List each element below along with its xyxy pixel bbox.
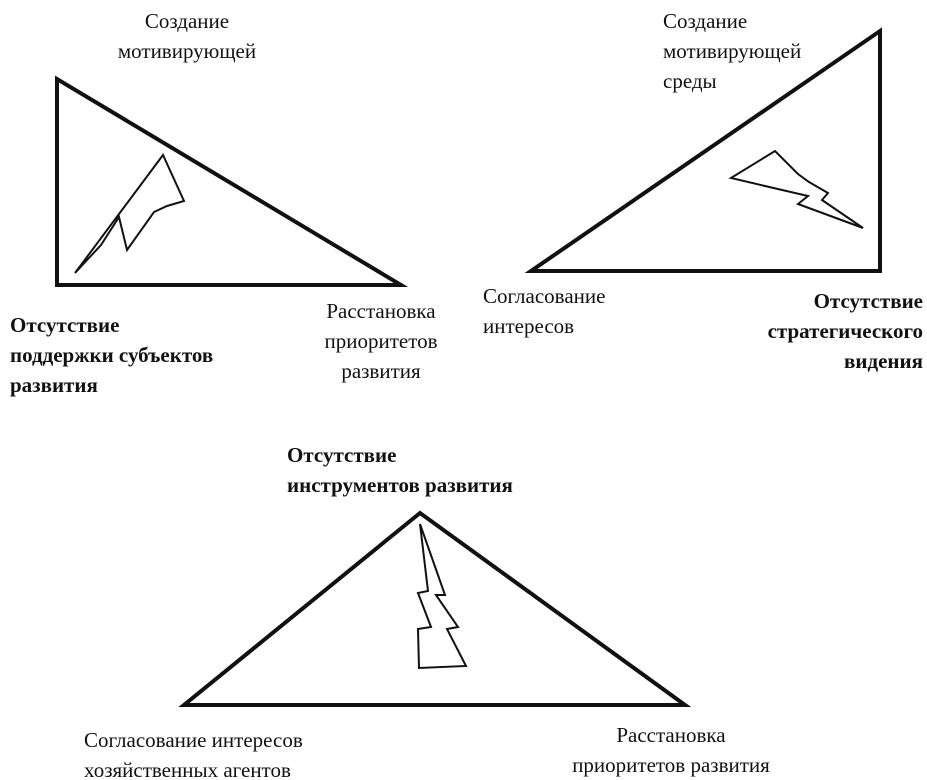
triangle-2 bbox=[524, 27, 882, 273]
triangle-2-bottom-right-label: Отсутствие стратегического видения bbox=[767, 289, 923, 373]
triangle-2-bottom-left-label: Согласование интересов bbox=[483, 284, 606, 338]
triangle-3-bottom-right-label: Расстановка приоритетов развития bbox=[572, 723, 770, 777]
triangle-1-bottom-left-label: Отсутствие поддержки субъектов развития bbox=[10, 313, 214, 397]
triangle-3-bottom-left-label: Согласование интересов хозяйственных аге… bbox=[84, 728, 303, 780]
triangle-1 bbox=[55, 75, 409, 287]
triangle-1-top-label: Создание мотивирующей bbox=[117, 9, 257, 63]
triangle-1-bottom-right-label: Расстановка приоритетов развития bbox=[324, 299, 438, 383]
triangle-3-top-label: Отсутствие инструментов развития bbox=[287, 443, 513, 497]
lightning-bolt-icon-3 bbox=[416, 523, 468, 670]
lightning-bolt-icon-1 bbox=[74, 153, 186, 274]
lightning-bolt-icon-2 bbox=[728, 149, 864, 229]
triangle-2-top-label: Создание мотивирующей среды bbox=[663, 9, 802, 93]
